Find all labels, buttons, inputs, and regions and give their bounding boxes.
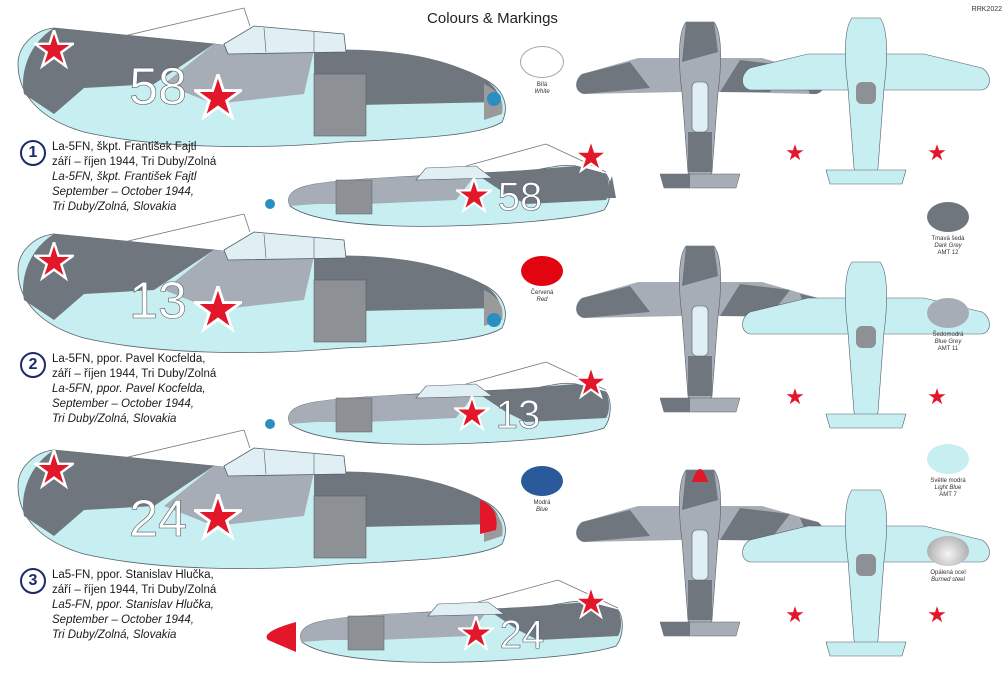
swatch-czech-name: Tmavá šedá — [931, 236, 965, 242]
scheme-3-side-view-large: 24 — [17, 429, 506, 570]
swatch-czech-name: Světle modrá — [930, 478, 966, 484]
scheme-1-side-view-small: 58 — [265, 140, 616, 227]
sheet-code: RRK2022 — [971, 6, 1002, 13]
caption-english-line: La5-FN, ppor. Stanislav Hlučka, — [52, 599, 214, 611]
caption-english-line: Tri Duby/Zolná, Slovakia — [52, 201, 177, 213]
wing-star-icon — [926, 386, 948, 407]
swatch-english-name: Burned steel — [931, 577, 965, 583]
caption-english-line: Tri Duby/Zolná, Slovakia — [52, 629, 177, 641]
wing-star-icon — [926, 604, 948, 625]
wing-star-icon — [784, 604, 806, 625]
caption-english-line: September – October 1944, — [52, 614, 194, 626]
swatch-chip — [520, 46, 564, 78]
swatch-code: AMT 11 — [937, 346, 959, 352]
swatch-english-name: Light Blue — [934, 485, 962, 491]
caption-english-line: September – October 1944, — [52, 398, 194, 410]
scheme-2-side-view-small: 13 — [265, 361, 611, 445]
caption-english-line: La-5FN, ppor. Pavel Kocfelda, — [52, 383, 206, 395]
swatch-czech-name: Šedomodrá — [932, 332, 964, 338]
wing-star-icon — [784, 142, 806, 163]
wing-star-icon — [926, 142, 948, 163]
red-nose-icon — [692, 469, 708, 482]
spinner-2-small — [265, 419, 275, 429]
swatch-chip — [927, 298, 969, 328]
swatch-blue-grey: Šedomodrá Blue Grey AMT 11 — [902, 298, 994, 353]
aircraft-number-1-small: 58 — [498, 175, 543, 219]
aircraft-number-2-small: 13 — [496, 393, 541, 437]
scheme-2-caption: 2 La-5FN, ppor. Pavel Kocfelda, září – ř… — [20, 352, 260, 427]
aircraft-number-2-large: 13 — [129, 272, 187, 330]
swatch-chip — [927, 202, 969, 232]
caption-czech-line: La-5FN, škpt. František Fajtl — [52, 141, 197, 153]
swatch-czech-name: Bílá — [536, 82, 548, 88]
caption-english-line: September – October 1944, — [52, 186, 194, 198]
aircraft-number-1-large: 58 — [129, 58, 187, 116]
caption-czech-line: La-5FN, ppor. Pavel Kocfelda, — [52, 353, 206, 365]
spinner-2-large — [487, 313, 501, 327]
swatch-czech-name: Modrá — [533, 500, 551, 506]
caption-czech-line: La5-FN, ppor. Stanislav Hlučka, — [52, 569, 214, 581]
swatch-dark-grey: Tmavá šedá Dark Grey AMT 12 — [902, 202, 994, 257]
caption-czech-line: září – říjen 1944, Tri Duby/Zolná — [52, 156, 217, 168]
swatch-code: AMT 12 — [937, 250, 959, 256]
swatch-english-name: White — [534, 89, 550, 95]
swatch-english-name: Red — [536, 297, 548, 303]
swatch-chip — [521, 256, 563, 286]
spinner-1-small — [265, 199, 275, 209]
scheme-2-side-view-large: 13 — [17, 213, 506, 354]
swatch-blue: Modrá Blue — [496, 466, 588, 514]
caption-czech-line: září – říjen 1944, Tri Duby/Zolná — [52, 368, 217, 380]
swatch-light-blue: Světle modrá Light Blue AMT 7 — [902, 444, 994, 499]
swatch-white: Bílá White — [496, 46, 588, 96]
spinner-3-small — [266, 622, 296, 652]
spinner-1-large — [487, 92, 501, 106]
bottom-view-1 — [742, 17, 990, 185]
swatch-chip — [521, 466, 563, 496]
scheme-number-badge: 2 — [20, 352, 46, 378]
fin-star-icon — [574, 140, 608, 172]
swatch-burned-steel: Opálená ocel Burned steel — [902, 536, 994, 584]
swatch-czech-name: Opálená ocel — [930, 570, 966, 576]
scheme-1-side-view-large: 58 — [17, 7, 506, 148]
swatch-english-name: Blue — [535, 507, 548, 513]
caption-english-line: Tri Duby/Zolná, Slovakia — [52, 413, 177, 425]
top-view-1 — [575, 21, 825, 189]
scheme-3-side-view-small: 24 — [266, 579, 623, 663]
swatch-czech-name: Červená — [530, 290, 554, 296]
scheme-3-caption: 3 La5-FN, ppor. Stanislav Hlučka, září –… — [20, 568, 260, 643]
swatch-chip — [927, 444, 969, 474]
top-view-3 — [575, 469, 825, 637]
caption-english-line: La-5FN, škpt. František Fajtl — [52, 171, 197, 183]
swatch-code: AMT 7 — [939, 492, 957, 498]
swatch-red: Červená Red — [496, 256, 588, 304]
swatch-english-name: Dark Grey — [934, 243, 962, 249]
aircraft-number-3-small: 24 — [500, 613, 545, 657]
swatch-chip — [927, 536, 969, 566]
spinner-3-large — [480, 500, 497, 534]
swatch-english-name: Blue Grey — [934, 339, 962, 345]
scheme-number-badge: 3 — [20, 568, 46, 594]
wing-star-icon — [784, 386, 806, 407]
scheme-1-caption: 1 La-5FN, škpt. František Fajtl září – ř… — [20, 140, 260, 215]
aircraft-number-3-large: 24 — [129, 490, 187, 548]
page-title: Colours & Markings — [427, 10, 558, 27]
caption-czech-line: září – říjen 1944, Tri Duby/Zolná — [52, 584, 217, 596]
scheme-number-badge: 1 — [20, 140, 46, 166]
